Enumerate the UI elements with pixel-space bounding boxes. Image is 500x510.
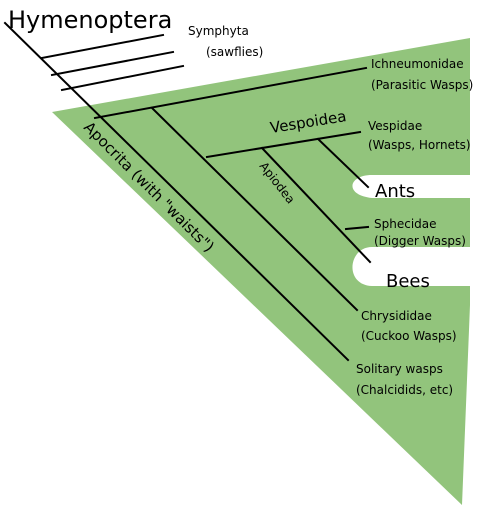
main-trunk [3,21,350,362]
chrysididae-note: (Cuckoo Wasps) [361,329,457,343]
chrysididae-branch [150,106,359,312]
chrysididae-label: Chrysididae [361,309,432,323]
vespoidea-stem [205,130,362,159]
sphecidae-tick [344,225,370,231]
diagram-title: Hymenoptera [8,6,172,34]
ichneumonidae-branch [93,66,368,120]
symphyta-note: (sawflies) [206,45,263,59]
ichneumonidae-note: (Parasitic Wasps) [371,78,473,92]
ants-label: Ants [375,181,415,202]
vespidae-branch [316,137,370,189]
sphecidae-note: (Digger Wasps) [374,234,466,248]
apiodea-branch [260,146,372,264]
bees-label: Bees [386,271,430,292]
symphyta-branch-2 [50,50,175,77]
symphyta-branch-1 [40,33,165,60]
vespidae-label: Vespidae [368,119,422,133]
sphecidae-label: Sphecidae [374,217,437,231]
solitary-wasps-note: (Chalcidids, etc) [356,383,453,397]
symphyta-branch-3 [60,64,185,92]
solitary-wasps-label: Solitary wasps [356,362,443,376]
ichneumonidae-label: Ichneumonidae [371,57,464,71]
apocrita-clade-region [52,38,470,505]
vespidae-note: (Wasps, Hornets) [368,138,471,152]
symphyta-label: Symphyta [188,24,249,38]
